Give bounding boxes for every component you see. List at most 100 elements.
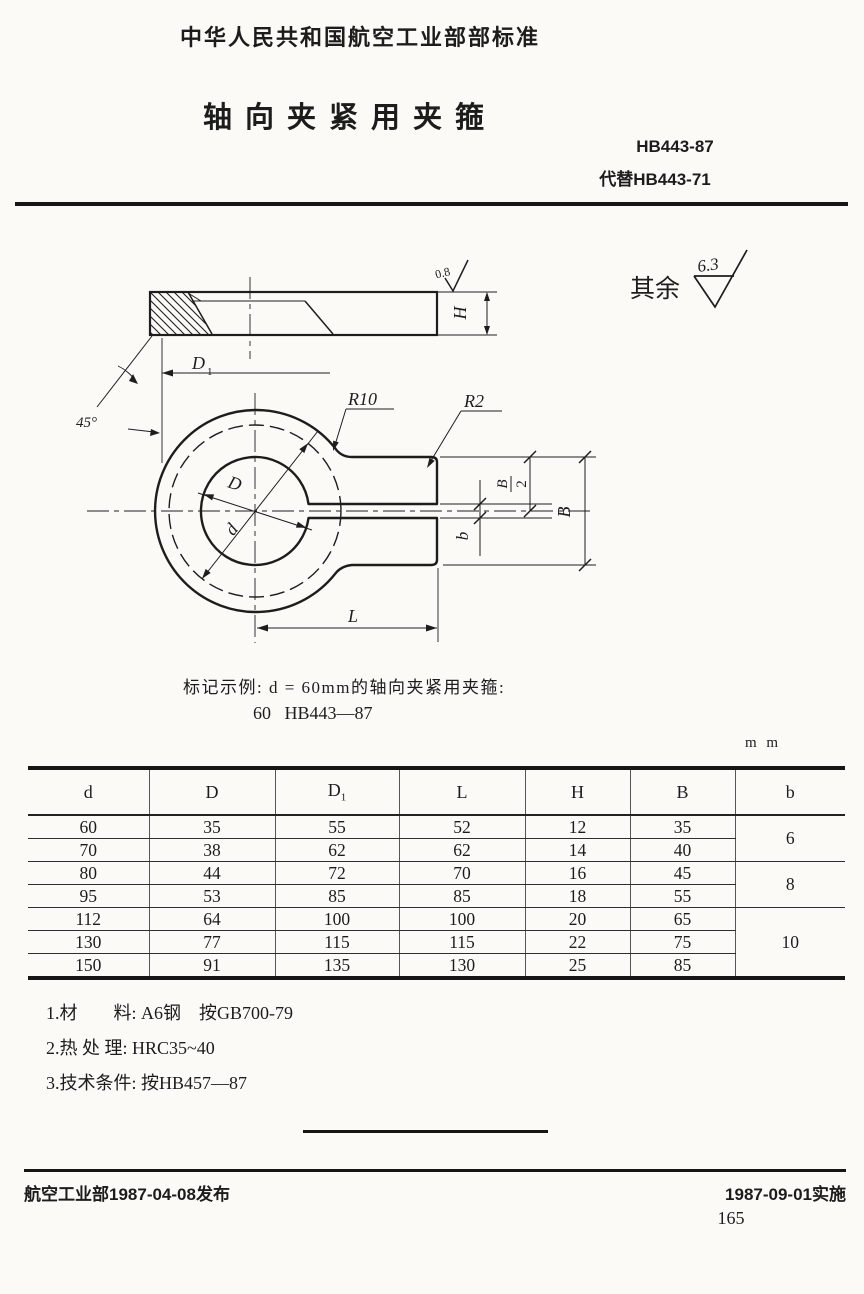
col-header-D1: D1 [275,768,400,816]
table-cell: 95 [28,884,150,908]
table-cell: 100 [275,907,400,931]
table-cell: 60 [28,815,150,839]
dimension-b: b [453,480,487,556]
roughness-mark-0-8: 0.8 [434,259,469,293]
table-row: 70 38 62 62 14 40 [28,838,845,862]
page-title: 轴向夹紧用夹箍 [202,102,497,134]
dim-label-D1-subscript: 1 [207,366,213,378]
units-label: m m [745,735,782,751]
note-heat-treatment: 2.热 处 理: HRC35~40 [46,1038,215,1058]
table-cell: 85 [275,884,400,908]
marking-example-line1: 标记示例: d = 60mm的轴向夹紧用夹箍: [183,678,506,697]
page-number: 165 [717,1208,745,1228]
plan-view: R10 R2 D d [87,389,596,643]
table-cell: 77 [149,930,276,954]
footer-divider [24,1169,846,1172]
table-cell: 70 [28,838,150,862]
superseded-standard: 代替HB443-71 [599,170,711,189]
table-row: 80 44 72 70 16 45 8 [28,861,845,908]
table-cell: 112 [28,907,150,931]
default-roughness-note: 其余 6.3 [630,249,748,309]
note-material: 1.材 料: A6钢 按GB700-79 [46,1003,293,1023]
table-cell: 62 [399,838,526,862]
table-cell-b-merged: 6 [735,815,845,862]
dim-label-b: b [453,532,472,541]
table-cell: 14 [525,838,631,862]
dimension-B-half: B 2 [495,450,537,518]
header-divider [15,202,848,206]
note-technical-conditions: 3.技术条件: 按HB457—87 [46,1073,248,1093]
table-row: 130 77 115 115 22 75 [28,930,845,954]
dim-label-d: d [221,519,243,539]
standard-number: HB443-87 [636,137,714,156]
ministry-standard-heading: 中华人民共和国航空工业部部标准 [179,25,540,50]
table-cell: 40 [630,838,736,862]
table-cell: 53 [149,884,276,908]
side-section-view: H 0.8 45° D 1 [76,259,497,463]
table-cell: 55 [630,884,736,908]
table-cell: 150 [28,953,150,979]
roughness-symbol [444,259,469,293]
table-cell: 35 [149,815,276,839]
leader-R10: R10 [333,389,394,451]
effective-date: 1987-09-01实施 [725,1185,846,1204]
table-cell: 91 [149,953,276,979]
radius-label-R10: R10 [347,389,377,409]
table-cell: 130 [399,953,526,979]
marking-example-line2: 60 HB443—87 [253,703,373,723]
table-cell: 70 [399,861,526,885]
table-cell: 35 [630,815,736,839]
table-cell: 72 [275,861,400,885]
col-header-d: d [28,768,150,816]
table-cell: 22 [525,930,631,954]
technical-drawing: H 0.8 45° D 1 [76,249,748,643]
chamfer-callout: 45° [76,335,160,436]
table-cell: 44 [149,861,276,885]
default-roughness-value: 6.3 [696,254,720,276]
table-header-row: d D D1 L H B b [28,768,845,816]
table-cell: 80 [28,861,150,885]
end-of-content-line [303,1130,548,1133]
table-cell: 16 [525,861,631,885]
table-cell-b-merged: 10 [735,907,845,979]
dimension-d: d [201,430,319,580]
table-cell: 85 [399,884,526,908]
dimension-H: H [437,291,497,336]
dimension-table: d D D1 L H B b 60 35 55 52 12 35 6 70 38… [28,766,845,980]
dim-label-D1: D [191,353,205,373]
dim-label-B-half-numerator: B [495,479,511,488]
table-row: 60 35 55 52 12 35 6 [28,815,845,862]
table-cell: 135 [275,953,400,979]
col-header-D: D [149,768,276,816]
dim-label-B: B [554,507,574,518]
table-cell: 12 [525,815,631,839]
table-row: 150 91 135 130 25 85 [28,953,845,979]
table-cell: 130 [28,930,150,954]
dim-label-H: H [450,306,470,321]
table-cell: 20 [525,907,631,931]
roughness-value-local: 0.8 [434,264,452,281]
table-row: 95 53 85 85 18 55 [28,884,845,908]
dim-label-D: D [225,471,244,494]
table-cell: 55 [275,815,400,839]
dimension-L: L [257,568,439,642]
table-cell: 64 [149,907,276,931]
dim-label-B-half-denominator: 2 [514,480,530,488]
col-header-b: b [735,768,845,816]
table-cell: 62 [275,838,400,862]
table-cell: 75 [630,930,736,954]
leader-R2: R2 [427,391,502,468]
col-header-H: H [525,768,631,816]
roughness-symbol-large [693,249,748,309]
col-header-L: L [399,768,526,816]
table-cell: 45 [630,861,736,885]
table-cell: 115 [275,930,400,954]
table-cell: 52 [399,815,526,839]
table-cell: 18 [525,884,631,908]
table-cell-b-merged: 8 [735,861,845,908]
clamp-outline [153,408,439,614]
table-row: 112 64 100 100 20 65 10 [28,907,845,979]
dim-label-L: L [347,606,358,626]
issue-statement: 航空工业部1987-04-08发布 [24,1185,230,1204]
